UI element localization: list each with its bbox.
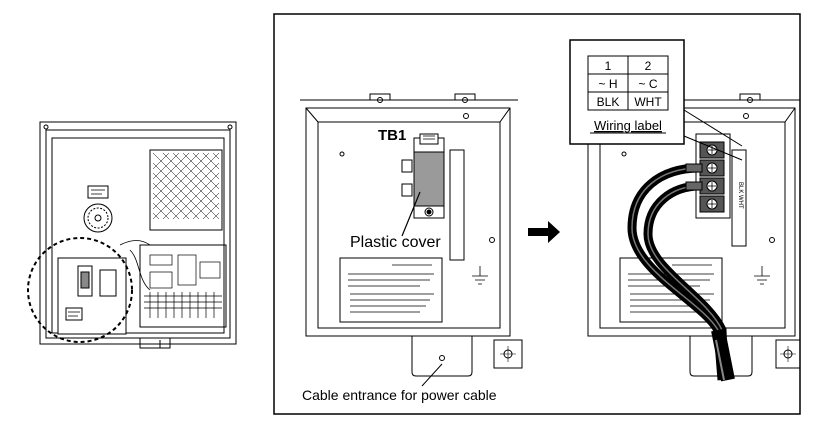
tb1-label: TB1 [378,127,406,144]
power-cable [627,163,735,382]
wiring-phase-1: ~ H [598,77,617,91]
crimp-terminals [685,163,703,191]
arrow-right-icon [528,221,560,243]
wiring-label-callout [569,39,743,161]
panel-before [300,93,523,387]
wiring-color-1: BLK [597,95,620,109]
cable-entrance-label: Cable entrance for power cable [302,387,497,403]
wiring-header-1: 1 [605,59,612,73]
unit-overview [27,121,237,349]
wiring-label-caption: Wiring label [594,118,662,133]
mini-wiring-label: BLK WHT [737,182,743,209]
wiring-header-2: 2 [645,59,652,73]
wiring-color-2: WHT [634,95,662,109]
wiring-phase-2: ~ C [638,77,657,91]
plastic-cover-label: Plastic cover [350,234,441,251]
